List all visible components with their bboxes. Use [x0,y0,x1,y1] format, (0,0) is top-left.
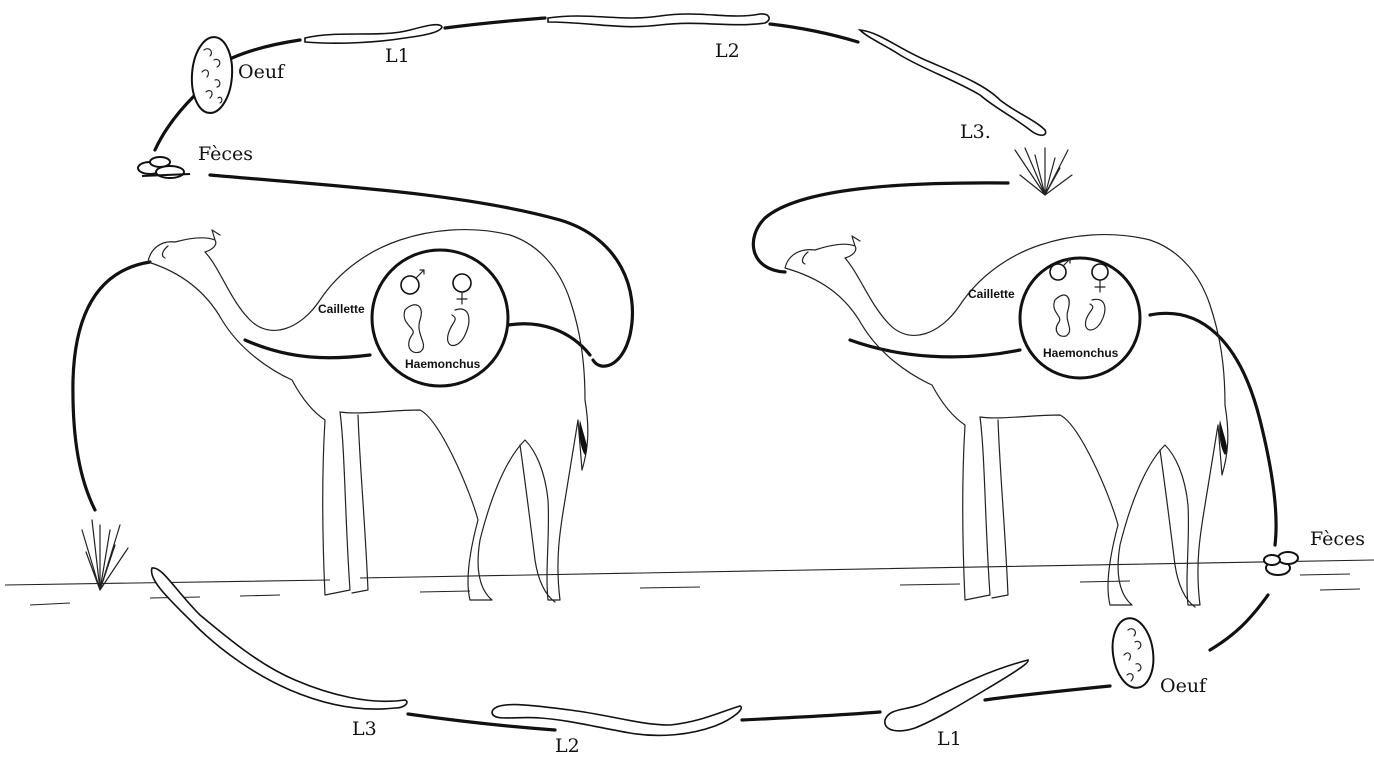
egg-bottom [1108,616,1157,691]
cycle-line-oeuf-to-l1-bottom [985,686,1110,700]
egg-top [189,36,234,115]
grass-top-right [1015,148,1072,195]
cycle-line-feces-to-oeuf [155,95,195,150]
label-caillette-right: Caillette [968,287,1015,301]
cycle-line-esophagus-left [245,340,370,358]
label-l3-top: L3. [960,121,991,143]
larva-l3-bottom [152,568,407,709]
label-feces-bottom: Fèces [1310,528,1365,550]
label-feces-top: Fèces [198,143,253,165]
larva-l3-top [860,30,1046,135]
grass-bottom-left [82,520,128,590]
cycle-line-mouth-to-grass-left [73,262,150,510]
cycle-line-esophagus-right [850,340,1020,357]
cycle-line-l2-to-l3 [770,24,858,42]
larva-l1-bottom [885,660,1028,731]
cycle-line-feces-to-oeuf-bottom [1210,595,1268,650]
label-l2-bottom: L2 [555,735,580,757]
caillette-circle-right [1020,258,1140,378]
cycle-line-l1-to-l2-bottom [742,712,880,720]
feces-bottom [1264,552,1298,575]
label-l1-bottom: L1 [937,728,962,750]
camel-left-body-outline [148,230,588,600]
camel-left [148,230,588,602]
feces-top [138,157,190,178]
label-l2-top: L2 [715,40,740,62]
label-haemonchus-right: Haemonchus [1043,346,1119,360]
label-oeuf-bottom: Oeuf [1160,675,1208,697]
larva-l1-top [305,25,442,44]
cycle-line-oeuf-to-l1 [232,40,300,58]
label-l1-top: L1 [385,45,410,67]
larva-l2-bottom [492,705,741,736]
label-haemonchus-left: Haemonchus [405,357,481,371]
labels: Oeuf Fèces L1 L2 L3. Caillette Haemonchu… [198,40,1365,757]
cycle-line-grass-to-mouth-right [753,183,1008,272]
cycle-line-l1-to-l2 [445,18,545,28]
label-l3-bottom: L3 [352,718,377,740]
label-oeuf-top: Oeuf [238,61,286,83]
label-caillette-left: Caillette [318,302,365,316]
larvae [152,14,1046,736]
cycle-line-caillette-to-feces-right [1150,313,1276,545]
ground-lines [5,560,1374,605]
larva-l2-top [548,14,769,27]
